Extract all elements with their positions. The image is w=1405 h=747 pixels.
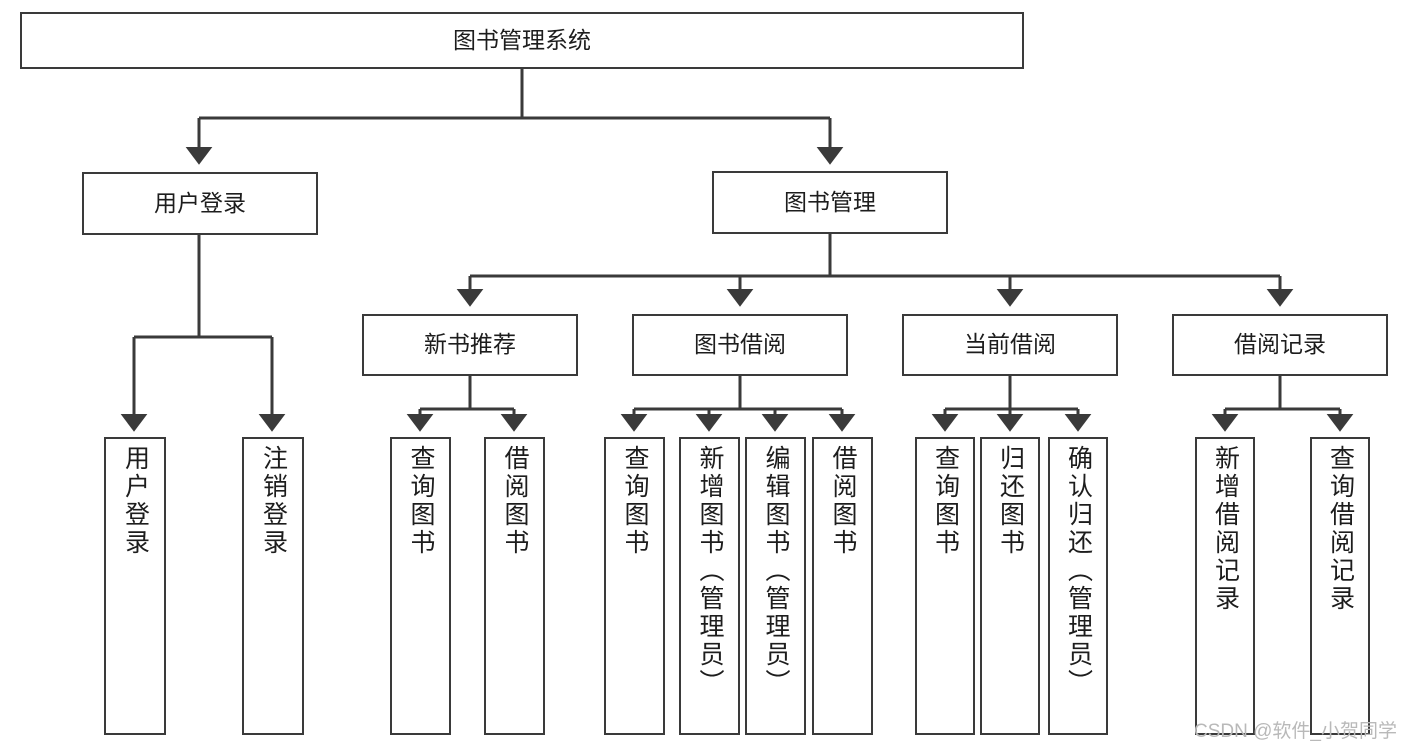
leaf-borrow-query-book[interactable]: 查询图书	[604, 437, 665, 735]
node-label: 图书借阅	[694, 331, 786, 358]
csdn-watermark: CSDN @软件_小贺同学	[1194, 721, 1397, 742]
node-label: 新书推荐	[424, 331, 516, 358]
node-borrow-record[interactable]: 借阅记录	[1172, 314, 1388, 376]
node-label: 图书管理	[784, 188, 876, 215]
leaf-recommend-borrow-book[interactable]: 借阅图书	[484, 437, 545, 735]
node-book-borrow[interactable]: 图书借阅	[632, 314, 848, 376]
node-label: 注销登录	[259, 445, 288, 557]
leaf-recommend-query-book[interactable]: 查询图书	[390, 437, 451, 735]
leaf-borrow-edit-book-admin[interactable]: 编辑图书（管理员）	[745, 437, 806, 735]
leaf-current-return-book[interactable]: 归还图书	[980, 437, 1040, 735]
node-label: 当前借阅	[964, 331, 1056, 358]
leaf-borrow-add-book-admin[interactable]: 新增图书（管理员）	[679, 437, 740, 735]
node-label: 归还图书	[996, 445, 1025, 557]
node-book-management[interactable]: 图书管理	[712, 171, 948, 234]
node-new-book-recommend[interactable]: 新书推荐	[362, 314, 578, 376]
node-label: 编辑图书（管理员）	[762, 445, 790, 697]
node-label: 查询图书	[621, 445, 649, 557]
node-label: 新增借阅记录	[1211, 445, 1240, 613]
leaf-current-confirm-return-admin[interactable]: 确认归还（管理员）	[1048, 437, 1108, 735]
node-label: 新增图书（管理员）	[696, 445, 724, 697]
node-label: 用户登录	[154, 189, 246, 216]
leaf-record-query-record[interactable]: 查询借阅记录	[1310, 437, 1370, 735]
node-label: 查询图书	[407, 445, 435, 557]
leaf-record-add-record[interactable]: 新增借阅记录	[1195, 437, 1255, 735]
node-label: 借阅记录	[1234, 331, 1326, 358]
node-current-borrow[interactable]: 当前借阅	[902, 314, 1118, 376]
node-label: 查询借阅记录	[1326, 445, 1355, 613]
node-label: 确认归还（管理员）	[1064, 445, 1093, 697]
leaf-borrow-borrow-book[interactable]: 借阅图书	[812, 437, 873, 735]
node-label: 查询图书	[931, 445, 960, 557]
leaf-user-login-login[interactable]: 用户登录	[104, 437, 166, 735]
node-label: 借阅图书	[829, 445, 857, 557]
leaf-user-login-logout[interactable]: 注销登录	[242, 437, 304, 735]
node-label: 借阅图书	[501, 445, 529, 557]
node-label: 用户登录	[121, 445, 150, 557]
node-label: 图书管理系统	[453, 26, 591, 53]
node-book-management-system[interactable]: 图书管理系统	[20, 12, 1024, 69]
leaf-current-query-book[interactable]: 查询图书	[915, 437, 975, 735]
node-user-login[interactable]: 用户登录	[82, 172, 318, 235]
